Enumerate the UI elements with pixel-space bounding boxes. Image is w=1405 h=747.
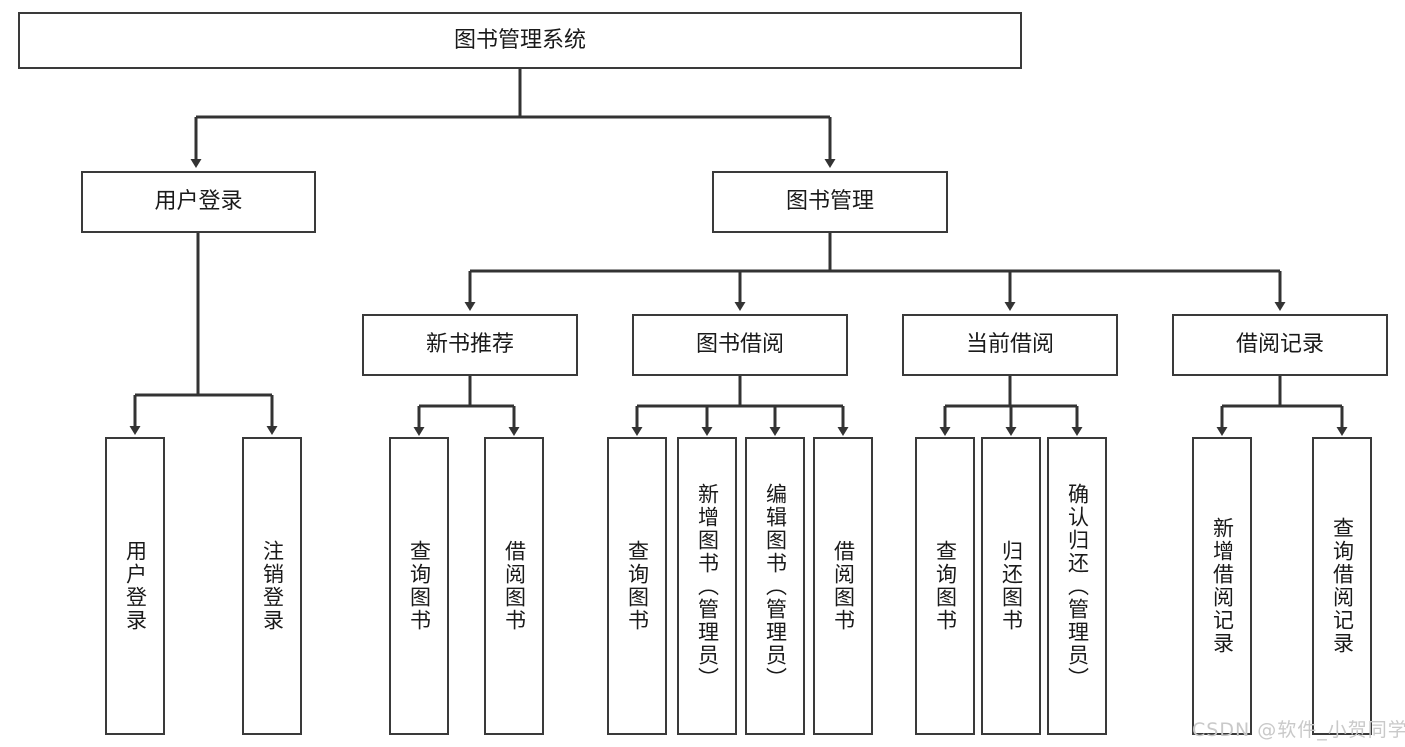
- edges-currentborrow-to-leaves: [939, 376, 1083, 436]
- node-label: 查询图书: [625, 540, 650, 632]
- node-new-book-recommend[interactable]: 新书推荐: [362, 314, 578, 376]
- node-label: 图书借阅: [695, 332, 784, 358]
- node-leaf-confirm-return[interactable]: 确认归还（管理员）: [1047, 437, 1107, 735]
- edges-root-to-level2: [190, 69, 836, 168]
- node-leaf-user-logout[interactable]: 注销登录: [242, 437, 302, 735]
- node-label: 新书推荐: [425, 332, 514, 358]
- node-label: 图书管理: [785, 189, 874, 215]
- node-label: 新增图书（管理员）: [695, 482, 720, 690]
- edges-newbook-to-leaves: [413, 376, 520, 436]
- node-label: 确认归还（管理员）: [1065, 482, 1090, 690]
- node-label: 编辑图书（管理员）: [763, 482, 788, 690]
- node-leaf-borrow-book-1[interactable]: 借阅图书: [484, 437, 544, 735]
- node-label: 当前借阅: [965, 332, 1054, 358]
- node-borrow-record[interactable]: 借阅记录: [1172, 314, 1388, 376]
- node-leaf-query-book-2[interactable]: 查询图书: [607, 437, 667, 735]
- node-leaf-return-book[interactable]: 归还图书: [981, 437, 1041, 735]
- node-leaf-query-book-1[interactable]: 查询图书: [389, 437, 449, 735]
- node-label: 查询图书: [933, 540, 958, 632]
- node-book-management[interactable]: 图书管理: [712, 171, 948, 233]
- node-leaf-user-login[interactable]: 用户登录: [105, 437, 165, 735]
- node-label: 查询借阅记录: [1330, 517, 1355, 655]
- node-label: 借阅记录: [1235, 332, 1324, 358]
- node-leaf-edit-book[interactable]: 编辑图书（管理员）: [745, 437, 805, 735]
- node-leaf-query-book-3[interactable]: 查询图书: [915, 437, 975, 735]
- node-root-system[interactable]: 图书管理系统: [18, 12, 1022, 69]
- node-label: 借阅图书: [831, 540, 856, 632]
- edges-borrowrecord-to-leaves: [1216, 376, 1348, 436]
- node-label: 用户登录: [123, 540, 148, 632]
- node-leaf-query-borrow-record[interactable]: 查询借阅记录: [1312, 437, 1372, 735]
- node-user-login[interactable]: 用户登录: [81, 171, 316, 233]
- node-book-borrow[interactable]: 图书借阅: [632, 314, 848, 376]
- node-label: 图书管理系统: [453, 27, 586, 53]
- node-label: 借阅图书: [502, 540, 527, 632]
- edges-bookmgmt-to-level3: [464, 233, 1286, 311]
- node-leaf-borrow-book-2[interactable]: 借阅图书: [813, 437, 873, 735]
- edges-userlogin-to-leaves: [129, 233, 278, 435]
- node-label: 用户登录: [154, 189, 243, 215]
- edges-bookborrow-to-leaves: [631, 376, 849, 436]
- node-label: 新增借阅记录: [1210, 517, 1235, 655]
- node-leaf-add-borrow-record[interactable]: 新增借阅记录: [1192, 437, 1252, 735]
- node-label: 注销登录: [260, 540, 285, 632]
- node-current-borrow[interactable]: 当前借阅: [902, 314, 1118, 376]
- node-label: 查询图书: [407, 540, 432, 632]
- node-label: 归还图书: [999, 540, 1024, 632]
- node-leaf-add-book[interactable]: 新增图书（管理员）: [677, 437, 737, 735]
